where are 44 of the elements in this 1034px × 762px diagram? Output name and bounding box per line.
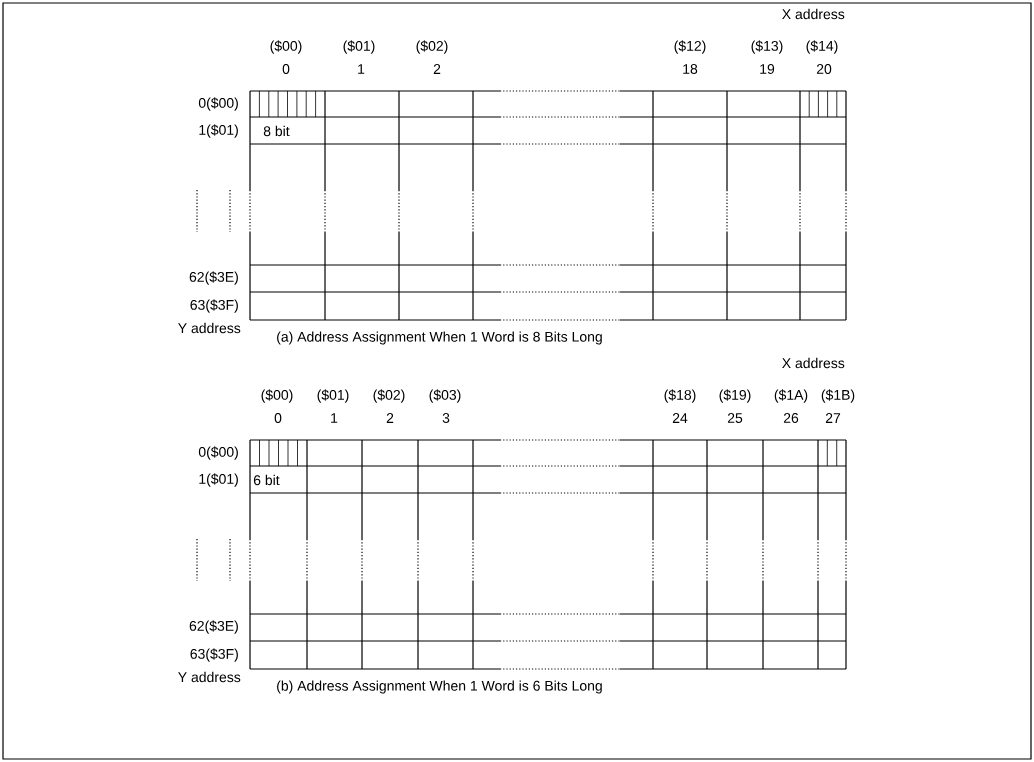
hex-address: ($03) [429,389,461,403]
column-number: 27 [825,413,841,423]
column-number: 2 [386,413,394,423]
column-number: 24 [672,413,688,423]
caption: (a) Address Assignment When 1 Word is 8 Bits Long [277,331,602,345]
hex-address: ($19) [719,389,751,403]
hex-address: ($18) [664,389,696,403]
column-number: 26 [783,413,799,423]
hex-address: ($00) [261,389,293,403]
axis-label: Y address [178,671,241,683]
row-address: 62($3E) [189,271,238,285]
column-number: 25 [727,413,743,423]
row-address: 1($01) [199,124,238,138]
caption: (b) Address Assignment When 1 Word is 6 Bits Long [277,680,602,694]
hex-address: ($14) [806,40,838,54]
axis-label: X address [782,8,845,20]
row-address: 63($3F) [190,299,238,313]
row-address: 62($3E) [189,620,238,634]
hex-address: ($1A) [774,389,808,403]
cell-label: 8 bit [263,125,290,137]
column-number: 3 [442,413,450,423]
column-number: 0 [274,413,282,423]
hex-address: ($12) [674,40,706,54]
hex-address: ($1B) [821,389,855,403]
hex-address: ($02) [373,389,405,403]
column-number: 1 [331,413,338,423]
hex-address: ($01) [343,40,375,54]
hex-address: ($13) [751,40,783,54]
axis-label: Y address [178,322,241,334]
row-address: 63($3F) [190,648,238,662]
column-number: 18 [683,64,698,74]
axis-label: X address [782,357,845,369]
row-address: 1($01) [199,473,238,487]
column-number: 0 [282,64,290,74]
hex-address: ($01) [317,389,349,403]
column-number: 19 [760,64,775,74]
column-number: 1 [358,64,365,74]
column-number: 20 [816,64,832,74]
column-number: 2 [433,64,441,74]
hex-address: ($00) [270,40,302,54]
hex-address: ($02) [416,40,448,54]
row-address: 0($00) [198,97,238,111]
cell-label: 6 bit [253,474,280,486]
row-address: 0($00) [198,446,238,460]
